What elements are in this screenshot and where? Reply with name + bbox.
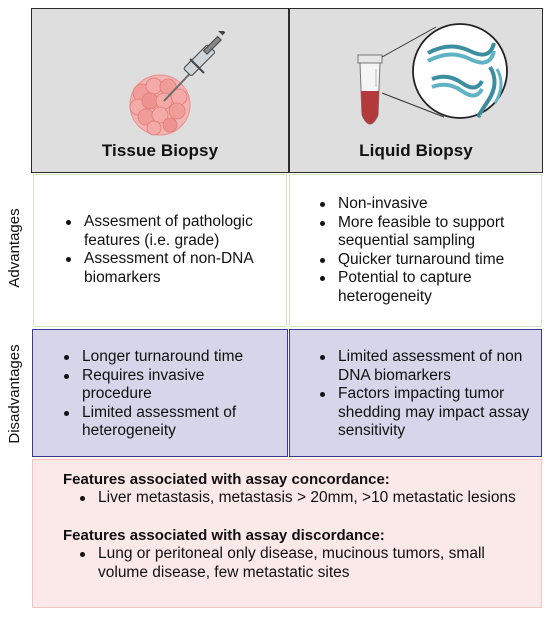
liquid-biopsy-header: Liquid Biopsy (289, 8, 543, 173)
list-item: Longer turnaround time (60, 348, 275, 367)
discordance-list: Lung or peritoneal only disease, mucinou… (76, 545, 516, 582)
list-item: Assesment of pathologic features (i.e. g… (62, 213, 277, 250)
list-item: Lung or peritoneal only disease, mucinou… (76, 545, 516, 582)
list-item: Non-invasive (316, 195, 531, 214)
list-item: Limited assessment of heterogeneity (60, 404, 275, 441)
tumor-with-biopsy-needle-icon (129, 31, 226, 136)
advantages-row-label: Advantages (6, 208, 23, 288)
list-item: Potential to capture heterogeneity (316, 269, 531, 306)
concordance-heading: Features associated with assay concordan… (63, 471, 390, 488)
disadvantages-row-label: Disadvantages (6, 344, 23, 444)
blood-tube-with-dna-fragments-icon (357, 23, 508, 125)
tissue-advantages-list: Assesment of pathologic features (i.e. g… (62, 213, 277, 287)
list-item: More feasible to support sequential samp… (316, 214, 531, 251)
tissue-biopsy-title: Tissue Biopsy (101, 141, 219, 160)
list-item: Assessment of non-DNA biomarkers (62, 250, 277, 287)
tissue-advantages-cell: Assesment of pathologic features (i.e. g… (33, 174, 287, 327)
list-item: Quicker turnaround time (316, 251, 531, 270)
list-item: Limited assessment of non DNA biomarkers (316, 348, 531, 385)
liquid-advantages-cell: Non-invasive More feasible to support se… (289, 174, 542, 327)
discordance-heading: Features associated with assay discordan… (63, 527, 385, 544)
tissue-biopsy-header: Tissue Biopsy (31, 8, 289, 173)
liquid-disadvantages-list: Limited assessment of non DNA biomarkers… (316, 348, 531, 441)
liquid-biopsy-title: Liquid Biopsy (359, 141, 473, 160)
liquid-disadvantages-cell: Limited assessment of non DNA biomarkers… (289, 329, 542, 457)
tissue-disadvantages-list: Longer turnaround time Requires invasive… (60, 348, 275, 441)
blood-tube (357, 54, 383, 125)
concordance-list: Liver metastasis, metastasis > 20mm, >10… (76, 489, 516, 508)
list-item: Requires invasive procedure (60, 367, 275, 404)
biopsy-needle (163, 31, 226, 102)
list-item: Liver metastasis, metastasis > 20mm, >10… (76, 489, 516, 508)
list-item: Factors impacting tumor shedding may imp… (316, 385, 531, 441)
tissue-disadvantages-cell: Longer turnaround time Requires invasive… (32, 329, 288, 457)
liquid-advantages-list: Non-invasive More feasible to support se… (316, 195, 531, 306)
assay-features-panel: Features associated with assay concordan… (32, 459, 542, 608)
dna-zoom-circle (412, 23, 508, 119)
